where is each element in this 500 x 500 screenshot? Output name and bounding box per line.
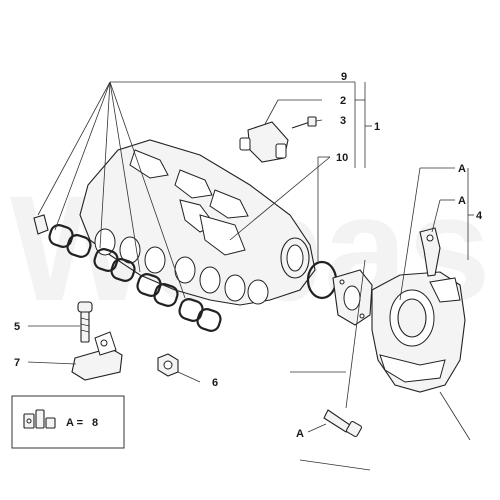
throttle-bracket <box>419 227 441 277</box>
sensor-screw <box>291 116 317 129</box>
callout-5: 5 <box>14 321 20 333</box>
legend-value: 8 <box>92 417 98 429</box>
callout-1: 1 <box>374 121 380 133</box>
throttle-body <box>371 271 466 393</box>
port-gaskets <box>33 214 222 332</box>
callout-6: 6 <box>212 377 218 389</box>
map-sensor <box>239 121 289 163</box>
callout-10: 10 <box>336 152 348 164</box>
callout-2: 2 <box>340 95 346 107</box>
bolt-5 <box>77 301 93 343</box>
callout-a-top: A <box>458 163 466 175</box>
leader-lines <box>27 81 474 471</box>
callout-a-mid: A <box>458 195 466 207</box>
nut-6 <box>157 353 179 377</box>
legend-box: A = 8 <box>11 395 125 449</box>
callout-9: 9 <box>341 71 347 83</box>
callout-3: 3 <box>340 115 346 127</box>
callout-7: 7 <box>14 357 20 369</box>
bolt-a <box>323 409 363 438</box>
bracket-7 <box>71 331 123 381</box>
bolt-kit-icon <box>23 409 56 429</box>
callout-a-bottom: A <box>296 428 304 440</box>
callout-4: 4 <box>476 210 483 222</box>
legend-text: A = <box>66 417 83 429</box>
callout-labels: 9 2 1 3 10 A 4 A A 5 7 6 <box>14 71 483 440</box>
